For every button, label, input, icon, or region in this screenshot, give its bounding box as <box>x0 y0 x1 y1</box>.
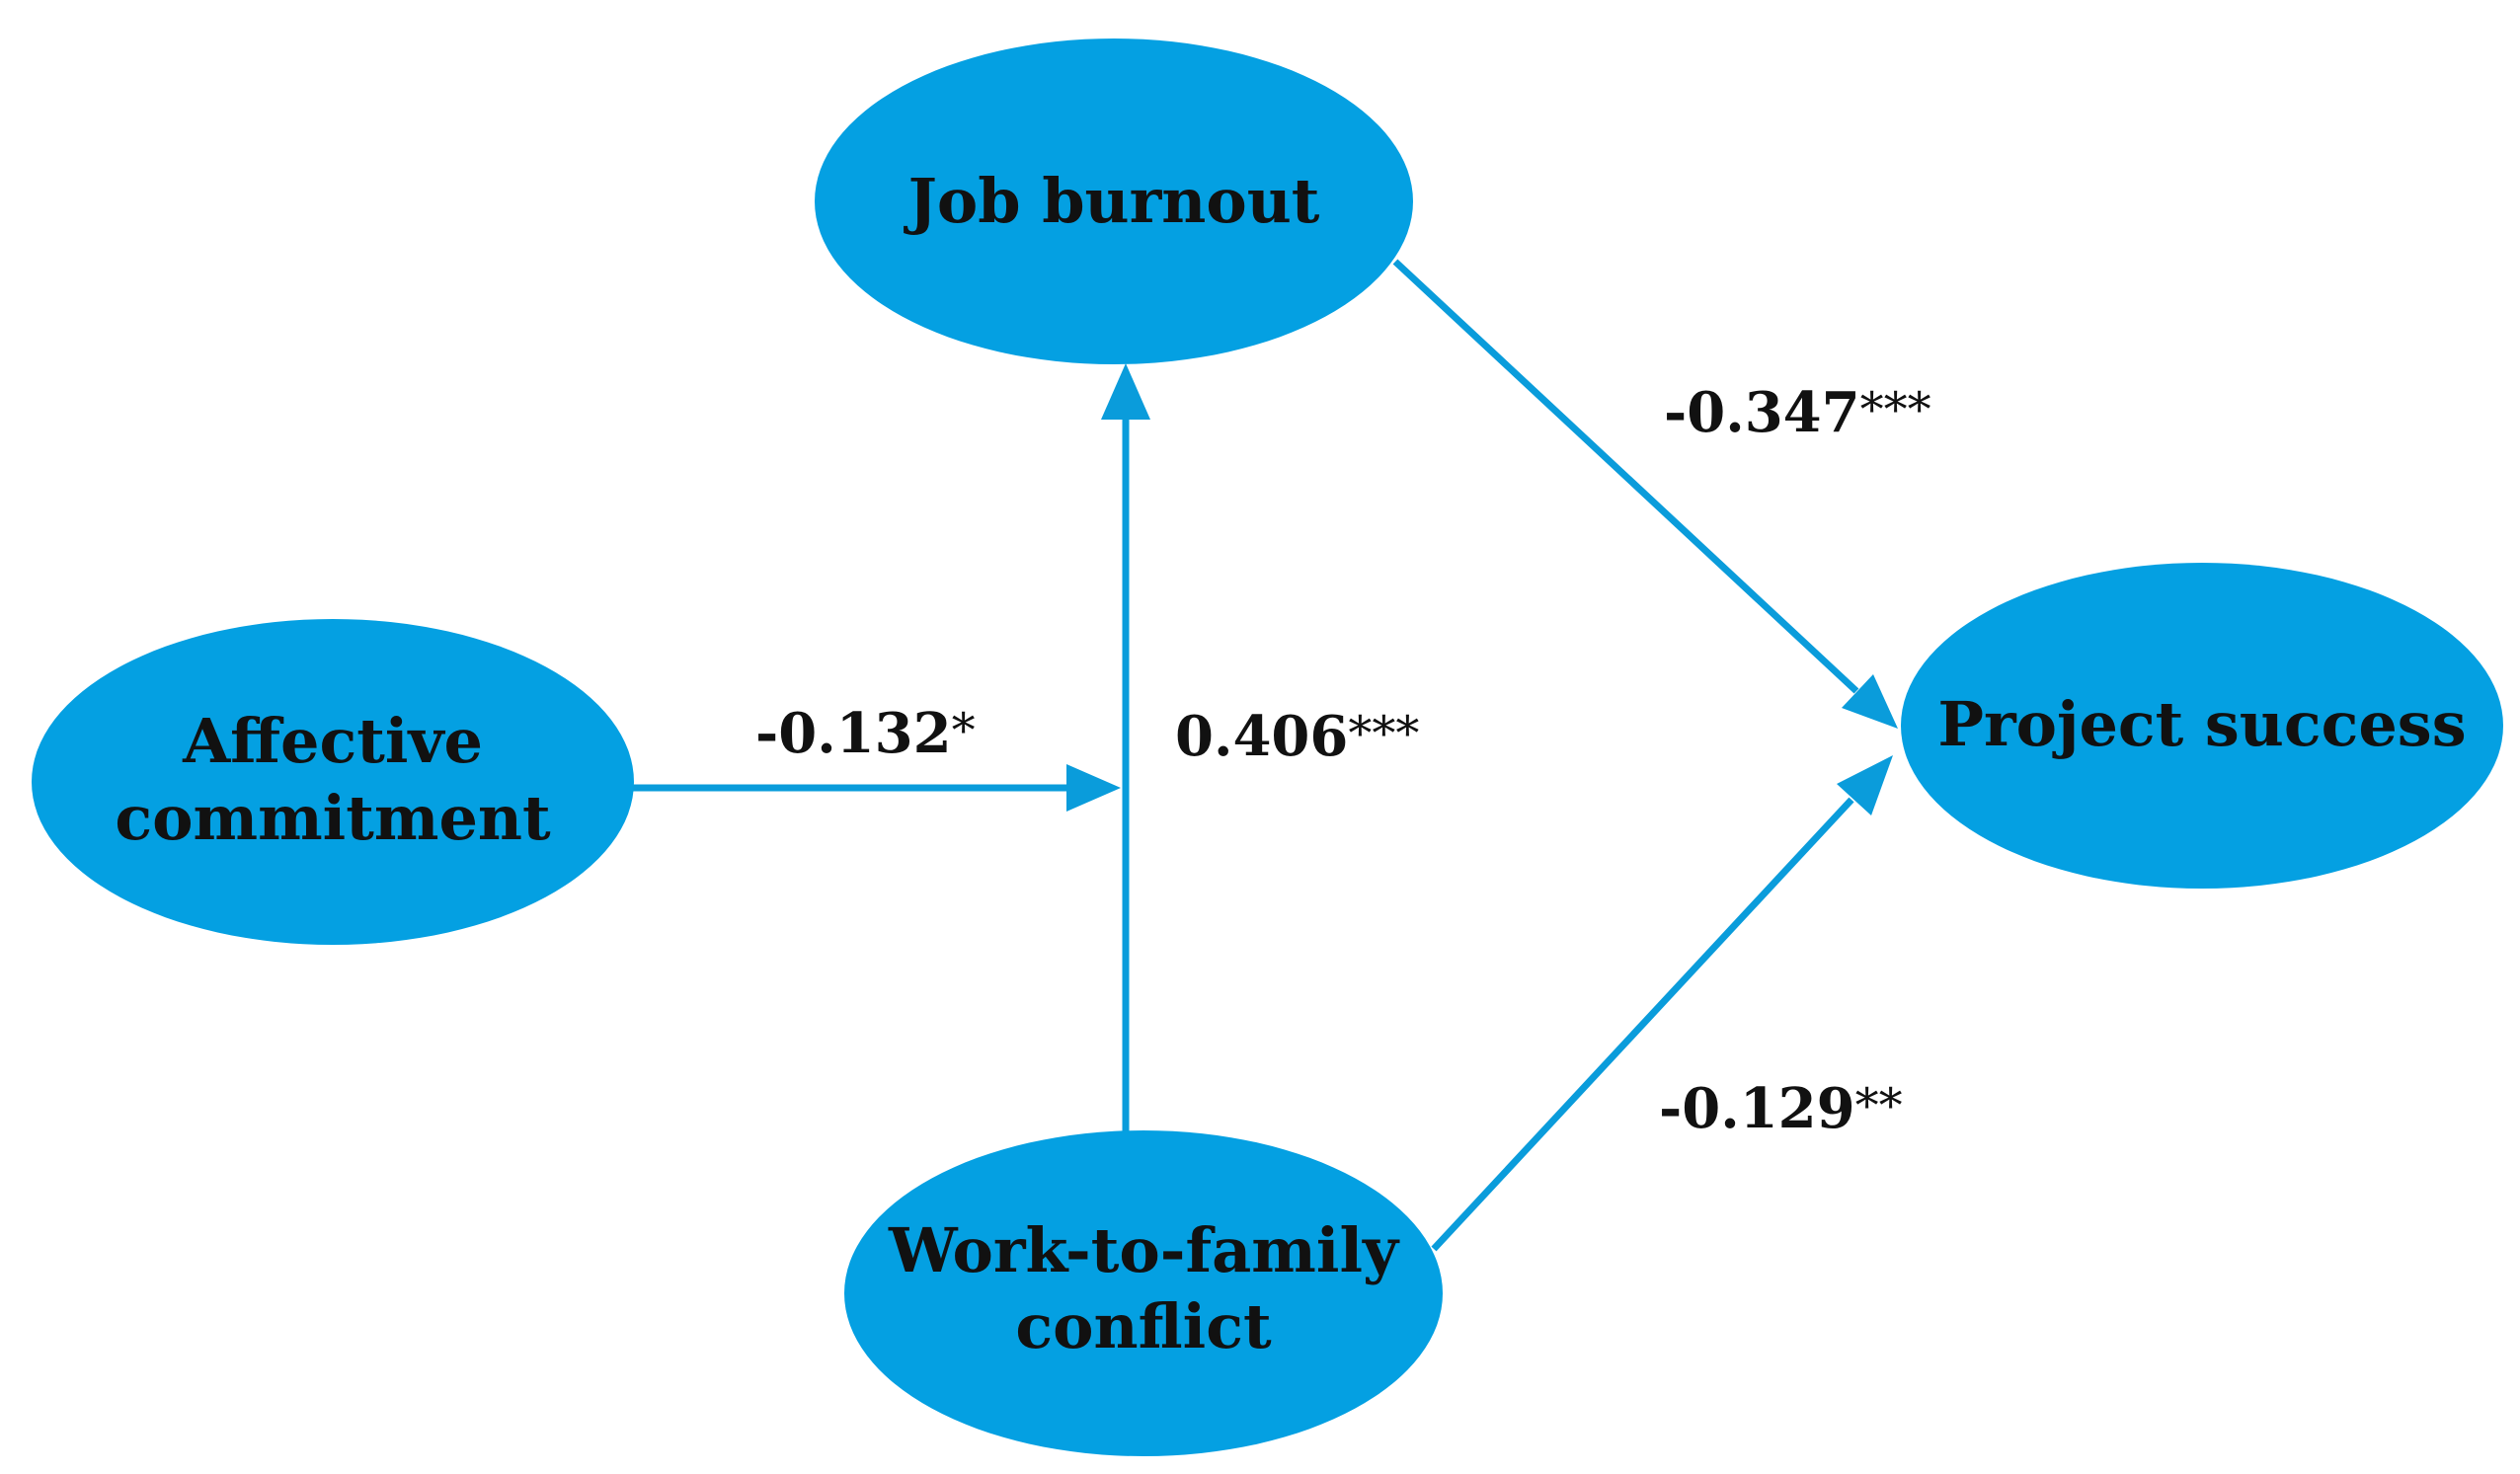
project-success-ellipse <box>1901 563 2503 889</box>
arrow-wfc-to-project-success <box>1431 797 1854 1252</box>
coef-jb-to-ps-sig: *** <box>1860 382 1931 437</box>
coef-ac-moderation-value: -0.132 <box>755 701 952 766</box>
arrowhead-job-burnout-to-project-success <box>1842 674 1898 729</box>
affective-commitment-label-line1: Affective <box>182 705 483 777</box>
coef-wfc-to-jb-value: 0.406 <box>1175 704 1348 769</box>
job-burnout-label: Job burnout <box>904 165 1320 237</box>
arrows <box>630 259 1898 1252</box>
arrow-job-burnout-to-project-success <box>1392 259 1859 694</box>
coef-wfc-to-ps-value: -0.129 <box>1659 1076 1855 1141</box>
node-job-burnout: Job burnout <box>815 39 1413 364</box>
node-affective-commitment: Affective commitment <box>32 619 634 945</box>
work-to-family-conflict-ellipse <box>844 1130 1443 1456</box>
project-success-label: Project success <box>1937 688 2466 760</box>
coef-wfc-to-jb: 0.406*** <box>1175 704 1419 769</box>
coef-jb-to-ps: -0.347*** <box>1664 380 1931 445</box>
arrowhead-wfc-to-job-burnout <box>1101 363 1150 420</box>
work-to-family-conflict-label-line2: conflict <box>1015 1290 1272 1362</box>
arrowhead-wfc-to-project-success <box>1837 755 1893 815</box>
affective-commitment-ellipse <box>32 619 634 945</box>
node-work-to-family-conflict: Work-to-family conflict <box>844 1130 1443 1456</box>
arrowhead-affective-commitment-moderation <box>1066 764 1121 812</box>
coef-wfc-to-ps-sig: ** <box>1855 1078 1903 1133</box>
affective-commitment-label-line2: commitment <box>115 782 551 854</box>
job-burnout-ellipse <box>815 39 1413 364</box>
node-project-success: Project success <box>1901 563 2503 889</box>
coef-wfc-to-ps: -0.129** <box>1659 1076 1903 1141</box>
coef-ac-moderation-sig: * <box>952 703 976 758</box>
work-to-family-conflict-label-line1: Work-to-family <box>888 1214 1400 1286</box>
coef-ac-moderation: -0.132* <box>755 701 976 766</box>
coef-wfc-to-jb-sig: *** <box>1348 706 1419 761</box>
coef-jb-to-ps-value: -0.347 <box>1664 380 1860 445</box>
coefficient-labels: -0.132* 0.406*** -0.347*** -0.129** <box>755 380 1931 1141</box>
